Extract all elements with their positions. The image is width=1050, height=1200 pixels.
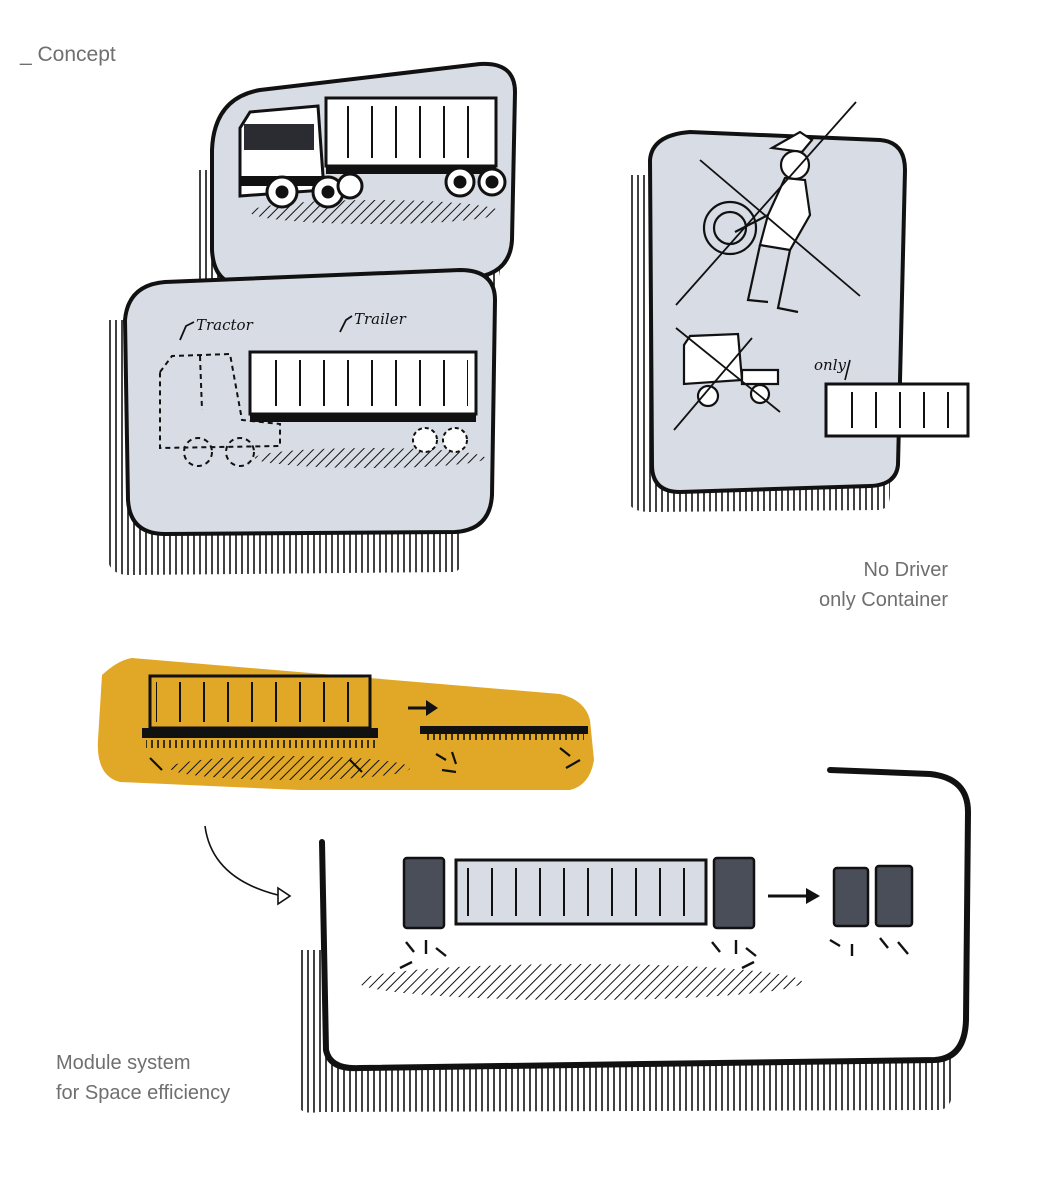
only-mark-icon xyxy=(844,359,851,381)
panel-module-system xyxy=(298,767,972,1113)
only-label: only xyxy=(814,356,846,374)
truck-ground-shadow xyxy=(250,200,500,224)
tractor-arrow-icon xyxy=(179,321,195,341)
panel-no-driver: only xyxy=(628,101,970,512)
separated-module-a xyxy=(832,866,870,928)
tractor-label: Tractor xyxy=(196,316,254,334)
left-module-block xyxy=(402,856,446,930)
panel-tractor-trailer: Tractor Trailer xyxy=(108,267,498,575)
no-driver-caption: No Driver only Container xyxy=(819,555,948,615)
connector-arrowhead-icon xyxy=(277,886,292,906)
no-driver-caption-line-1: No Driver xyxy=(863,559,948,581)
module-spark-icon xyxy=(399,937,909,970)
right-module-block xyxy=(712,856,756,930)
lifted-container-icon xyxy=(142,674,378,748)
trailer-label: Trailer xyxy=(354,310,407,328)
trailer-arrow-icon xyxy=(339,315,353,333)
module-arrowhead-icon xyxy=(806,888,820,904)
module-ground-shadow xyxy=(358,964,802,1000)
panel-no-driver-card xyxy=(647,129,908,495)
module-container-icon xyxy=(454,858,708,926)
trailer-wheels-icon xyxy=(412,427,468,453)
truck-container-icon xyxy=(324,96,498,174)
module-caption: Module system for Space efficiency xyxy=(56,1048,230,1108)
module-caption-line-2: for Space efficiency xyxy=(56,1082,231,1104)
panel-separation xyxy=(97,658,594,790)
base-platform-icon xyxy=(420,726,588,740)
mustard-ground-shadow xyxy=(170,756,410,780)
driver-figure-icon xyxy=(702,130,814,314)
module-caption-line-1: Module system xyxy=(56,1052,191,1074)
mustard-spark-icon xyxy=(149,747,581,774)
page-title: _ Concept xyxy=(20,43,116,66)
separation-arrowhead-icon xyxy=(426,700,438,716)
separated-module-b xyxy=(874,864,914,928)
panel-truck xyxy=(198,61,518,300)
driver-cross-icon xyxy=(675,101,861,306)
connector-arrow-icon xyxy=(204,825,283,897)
no-driver-caption-line-2: only Container xyxy=(819,589,948,611)
small-cab-cross-icon xyxy=(673,327,781,431)
truck-wheels-icon xyxy=(265,166,507,209)
trailer-ground-shadow xyxy=(255,448,485,468)
trailer-container-icon xyxy=(248,350,478,422)
only-container-icon xyxy=(824,382,970,438)
